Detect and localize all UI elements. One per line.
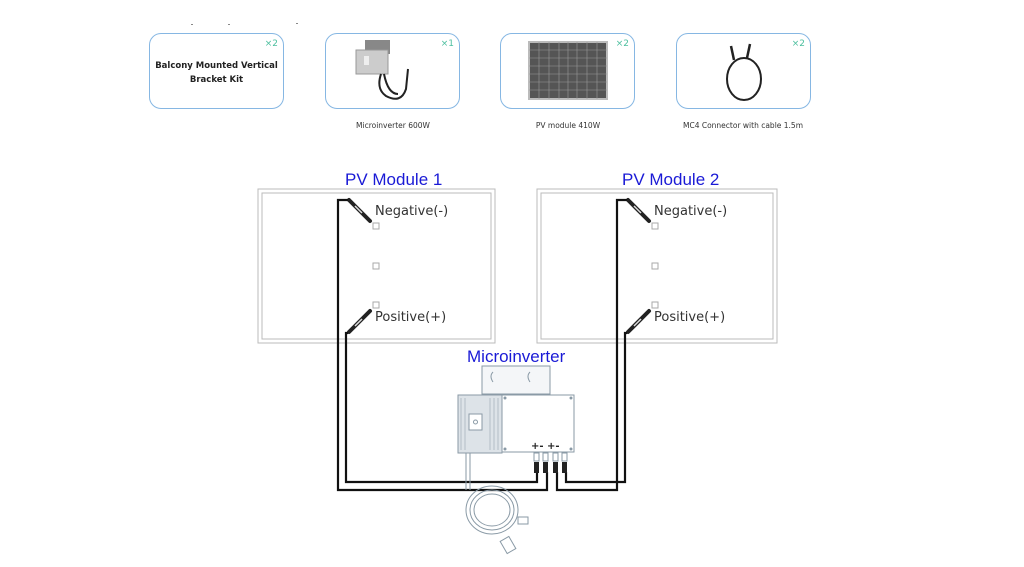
wires [336, 198, 627, 492]
module-2-positive-label: Positive(+) [654, 310, 726, 325]
module-2-negative-label: Negative(-) [654, 204, 728, 219]
module-1-positive-label: Positive(+) [375, 310, 447, 325]
dc-plugs [534, 462, 567, 473]
component-card-mc4-cable: ×2 [676, 33, 811, 109]
pv-module-2-title: PV Module 2 [622, 170, 720, 189]
component-card-bracket-kit: ×2 Balcony Mounted Vertical Bracket Kit [149, 33, 284, 109]
junction-boxes [372, 222, 659, 309]
inverter-terminal-labels: +- +- [531, 441, 560, 452]
microinverter-device [457, 365, 575, 555]
stray-mark [228, 24, 230, 25]
microinverter-title: Microinverter [467, 347, 566, 366]
quantity-badge: ×2 [615, 39, 629, 49]
stray-mark [191, 24, 193, 25]
component-name: Balcony Mounted Vertical Bracket Kit [155, 61, 278, 85]
stray-mark [296, 23, 298, 24]
pv-module-thumbnail [528, 41, 608, 100]
component-caption: Microinverter 600W [356, 121, 430, 130]
component-card-microinverter: ×1 [325, 33, 460, 109]
quantity-badge: ×1 [440, 39, 454, 49]
component-card-pv-module: ×2 [500, 33, 635, 109]
pv-module-2-frame [536, 188, 778, 344]
component-caption: PV module 410W [535, 121, 601, 130]
module-1-negative-label: Negative(-) [375, 204, 449, 219]
pv-module-1-frame [257, 188, 496, 344]
microinverter-thumbnail [355, 40, 409, 100]
quantity-badge: ×2 [264, 39, 278, 49]
pv-module-1-title: PV Module 1 [345, 170, 443, 189]
quantity-badge: ×2 [791, 39, 805, 49]
mc4-cable-thumbnail [726, 43, 762, 101]
component-caption: MC4 Connector with cable 1.5m [682, 121, 804, 130]
